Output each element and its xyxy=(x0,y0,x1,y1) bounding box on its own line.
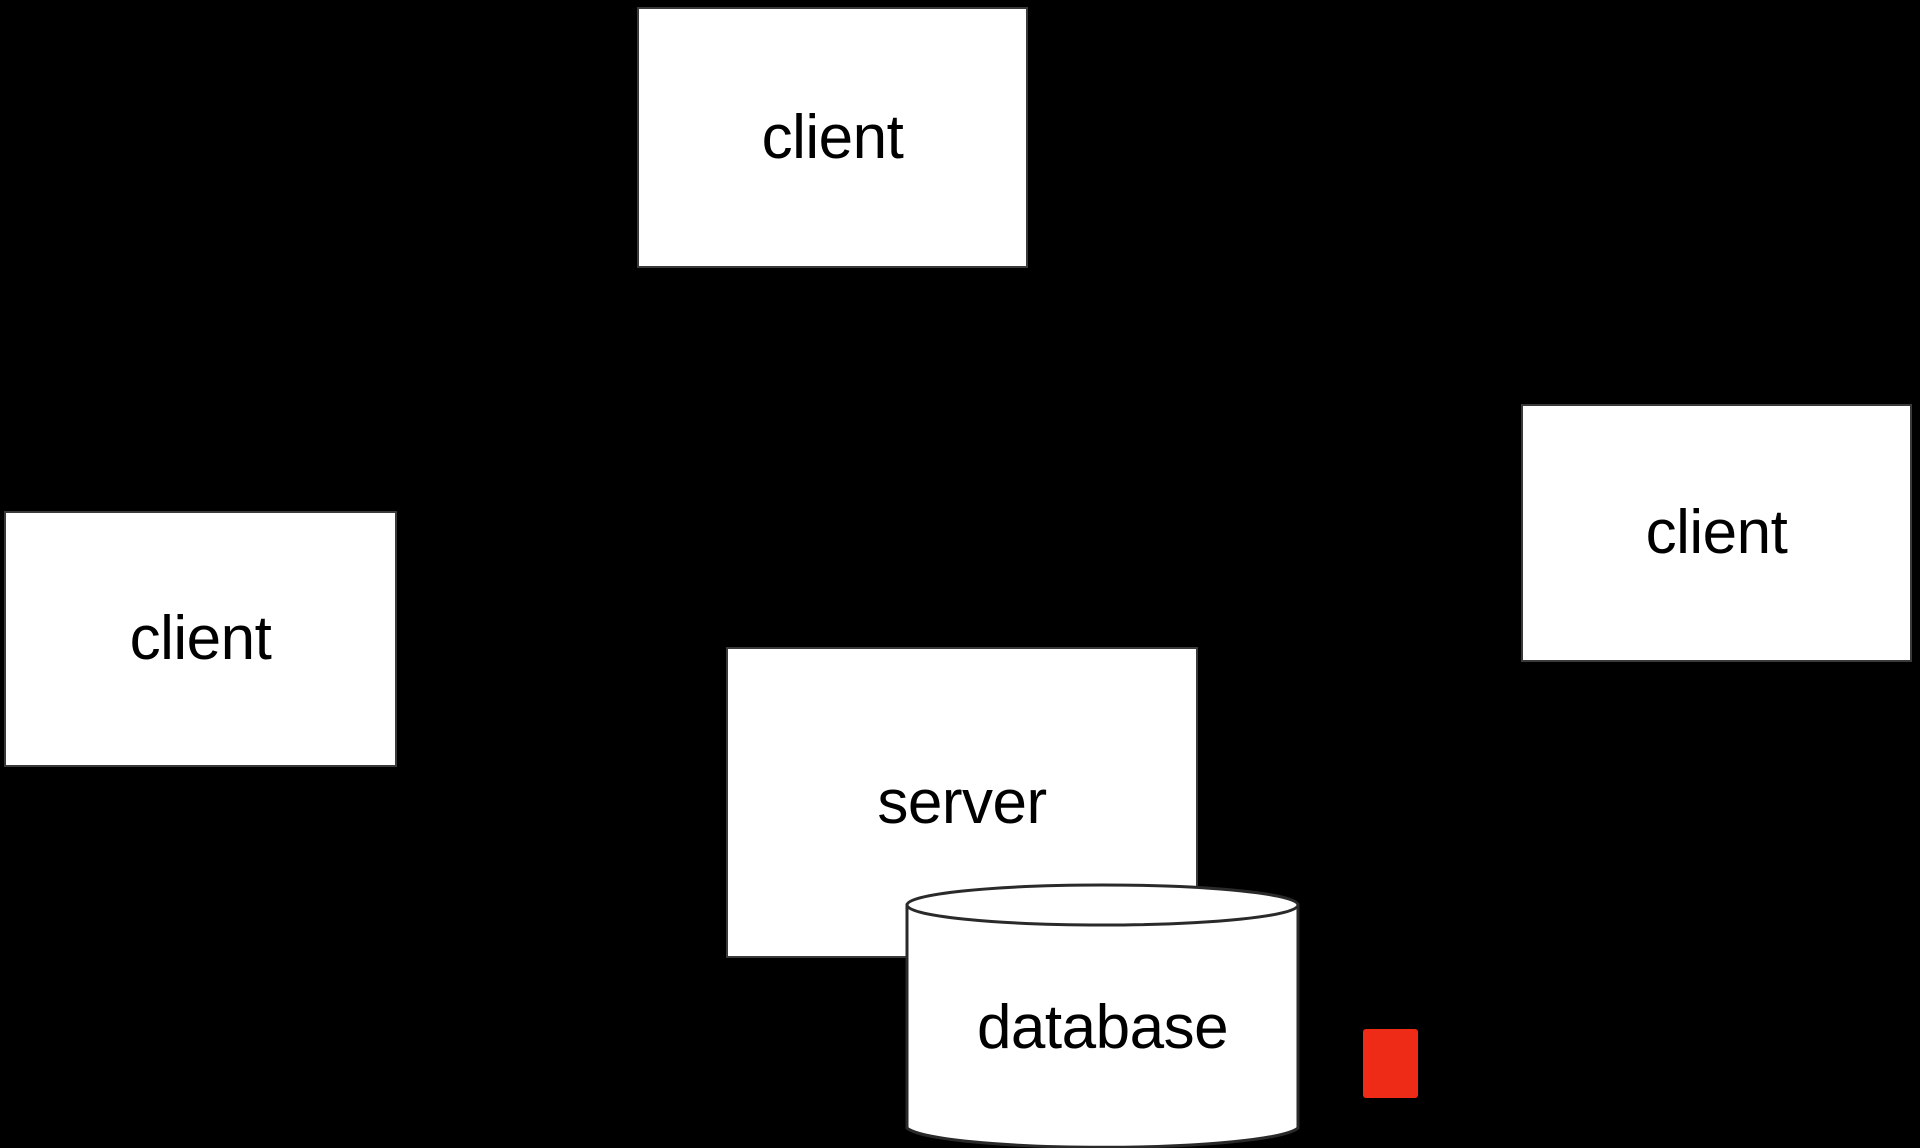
node-label-client-right: client xyxy=(1645,498,1788,567)
cylinder-top-ellipse xyxy=(905,883,1300,927)
node-label-client-top: client xyxy=(761,102,904,172)
node-client-right[interactable]: client xyxy=(1521,404,1912,662)
cylinder-shape xyxy=(905,883,1300,1148)
red-marker-rect[interactable] xyxy=(1363,1029,1418,1098)
node-client-left[interactable]: client xyxy=(4,511,397,767)
node-database[interactable]: database xyxy=(905,883,1300,1148)
cylinder-body xyxy=(905,903,1300,1148)
node-label-server: server xyxy=(877,767,1047,837)
node-label-client-left: client xyxy=(129,604,272,673)
node-client-top[interactable]: client xyxy=(637,7,1028,268)
node-label-database: database xyxy=(976,993,1229,1062)
